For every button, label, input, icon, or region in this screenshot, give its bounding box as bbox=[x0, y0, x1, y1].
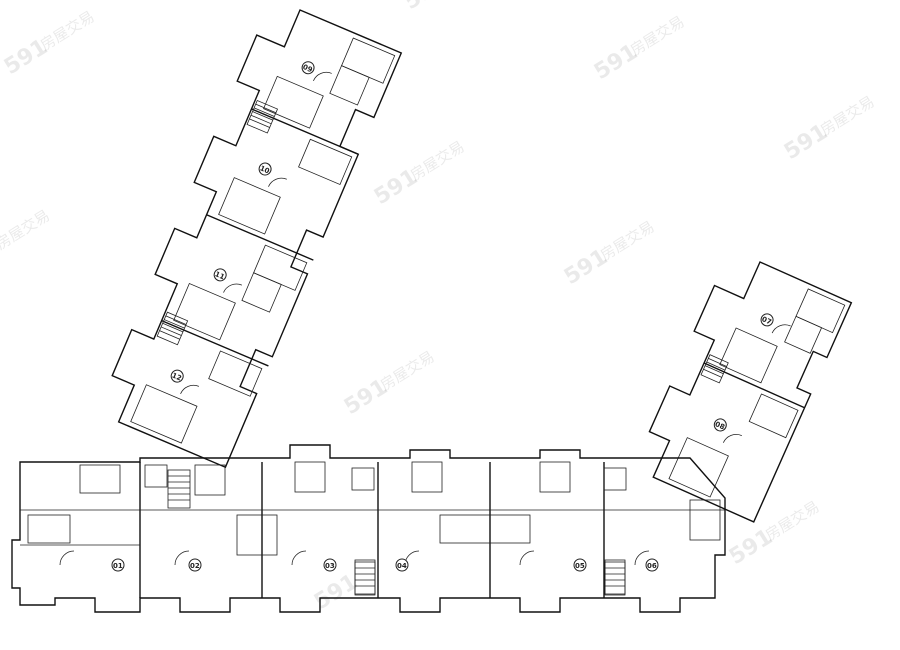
watermark-logo: 591 房屋交易 bbox=[340, 347, 438, 420]
unit-marker bbox=[760, 313, 774, 327]
block-bottom: 01 02 03 04 05 06 bbox=[11, 444, 726, 613]
wing-upper-left: 09 10 11 12 bbox=[111, 9, 403, 469]
svg-text:591: 591 bbox=[400, 0, 452, 15]
watermark-logo: 591 房屋交易 bbox=[0, 7, 98, 80]
stair bbox=[167, 469, 191, 509]
unit-label: 04 bbox=[397, 562, 407, 570]
svg-text:房屋交易: 房屋交易 bbox=[627, 12, 687, 59]
unit-label: 05 bbox=[575, 562, 585, 570]
stair bbox=[604, 561, 626, 595]
svg-text:房屋交易: 房屋交易 bbox=[37, 7, 97, 54]
unit-marker bbox=[323, 558, 337, 572]
watermark-logo: 591 房屋交易 bbox=[370, 137, 468, 210]
unit-marker bbox=[213, 268, 227, 282]
unit-marker bbox=[713, 418, 727, 432]
unit-label: 12 bbox=[171, 371, 183, 382]
svg-text:房屋交易: 房屋交易 bbox=[377, 347, 437, 394]
stair bbox=[700, 354, 729, 384]
watermark-logo: 591 房屋交易 bbox=[725, 497, 823, 570]
stair bbox=[354, 561, 376, 595]
unit-marker bbox=[188, 558, 202, 572]
wing-right: 07 08 bbox=[648, 261, 853, 523]
watermark-logo: 房屋交易 bbox=[0, 206, 53, 253]
unit-label: 07 bbox=[760, 315, 772, 326]
unit-label: 10 bbox=[259, 164, 271, 175]
unit-marker bbox=[395, 558, 409, 572]
unit-marker bbox=[170, 369, 184, 383]
svg-text:房屋交易: 房屋交易 bbox=[597, 217, 657, 264]
unit-label: 11 bbox=[214, 270, 226, 281]
unit-marker bbox=[258, 162, 272, 176]
unit-label: 06 bbox=[647, 562, 657, 570]
svg-text:房屋交易: 房屋交易 bbox=[817, 92, 877, 139]
unit-label: 09 bbox=[302, 63, 314, 74]
svg-text:591: 591 bbox=[310, 570, 362, 616]
watermark-logo: 591 bbox=[310, 570, 362, 616]
stair bbox=[246, 99, 279, 134]
watermark-logo: 591 房屋交易 bbox=[560, 217, 658, 290]
unit-marker bbox=[573, 558, 587, 572]
unit-label: 03 bbox=[325, 562, 335, 570]
unit-marker bbox=[111, 558, 125, 572]
watermark-logo: 591 房屋交易 bbox=[780, 92, 878, 165]
stair bbox=[156, 311, 189, 346]
unit-label: 08 bbox=[714, 420, 726, 431]
svg-text:房屋交易: 房屋交易 bbox=[762, 497, 822, 544]
unit-label: 01 bbox=[113, 562, 123, 570]
unit-marker bbox=[645, 558, 659, 572]
watermark-logo: 591 房屋交易 bbox=[400, 0, 452, 15]
unit-marker bbox=[301, 61, 315, 75]
svg-text:房屋交易: 房屋交易 bbox=[407, 137, 467, 184]
unit-label: 02 bbox=[190, 562, 200, 570]
watermark-logo: 591 房屋交易 bbox=[590, 12, 688, 85]
svg-text:房屋交易: 房屋交易 bbox=[0, 206, 53, 253]
